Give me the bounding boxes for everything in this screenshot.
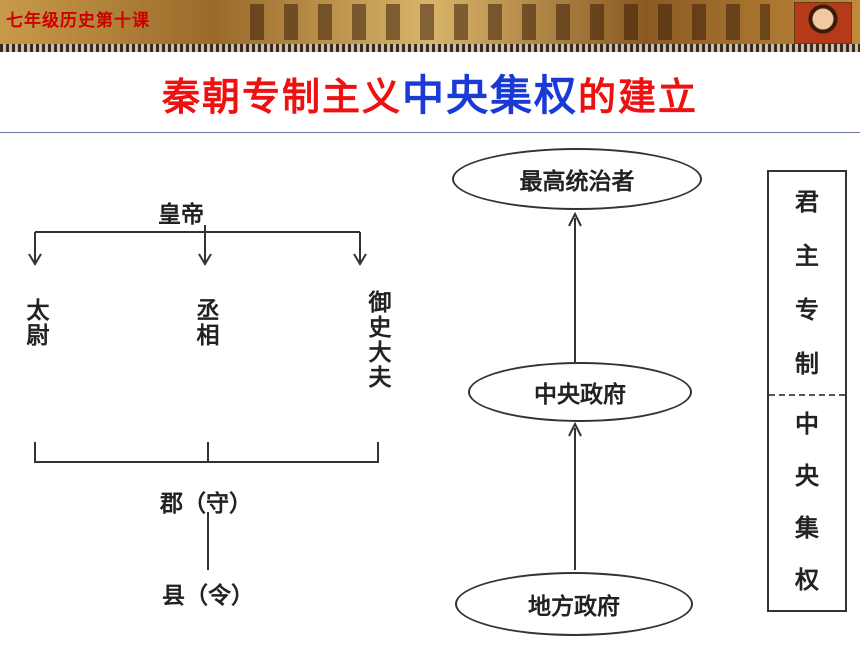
official-taiwei: 太尉 [22,298,48,348]
course-title: 七年级历史第十课 [6,11,150,31]
county-node: 县（令） [162,583,254,609]
banner-figures-decoration [250,4,770,40]
commandery-node: 郡（守） [160,491,252,517]
concept-side-box: 君 主 专 制 中 央 集 权 [767,170,847,612]
arrowhead-censor [353,253,367,266]
centralization-char-2: 央 [795,462,819,490]
title-part-3: 的建立 [578,75,699,119]
officials-bracket [34,442,379,463]
emperor-portrait-image [794,2,852,44]
decorative-band [0,44,860,52]
central-government-label: 中央政府 [534,382,626,408]
central-government-node: 中央政府 [468,362,692,422]
title-part-1: 秦朝专制主义 [161,75,402,119]
autocracy-char-4: 制 [795,350,819,378]
arrowhead-central-to-top [568,211,582,227]
supreme-ruler-label: 最高统治者 [519,169,635,195]
autocracy-char-3: 专 [795,296,819,324]
official-chancellor: 丞相 [192,298,218,348]
local-government-label: 地方政府 [528,594,620,620]
centralization-char-3: 集 [795,514,819,542]
arrowhead-chancellor [198,253,212,266]
emperor-node: 皇帝 [158,202,204,228]
arrowhead-local-to-central [568,421,582,437]
header-banner: 七年级历史第十课 [0,0,860,44]
centralization-char-4: 权 [795,566,819,594]
title-part-2: 中央集权 [401,71,578,120]
official-censor: 御史大夫 [364,290,390,390]
arrowhead-taiwei [28,253,42,266]
autocracy-char-1: 君 [795,188,819,216]
local-government-node: 地方政府 [455,572,693,636]
autocracy-char-2: 主 [795,242,819,270]
centralization-char-1: 中 [795,410,819,438]
centralization-column: 中 央 集 权 [769,404,845,612]
autocracy-column: 君 主 专 制 [769,182,845,398]
title-divider [0,132,860,133]
slide-title: 秦朝专制主义中央集权的建立 [0,62,860,123]
supreme-ruler-node: 最高统治者 [452,148,702,210]
box-dashed-divider [769,394,845,396]
